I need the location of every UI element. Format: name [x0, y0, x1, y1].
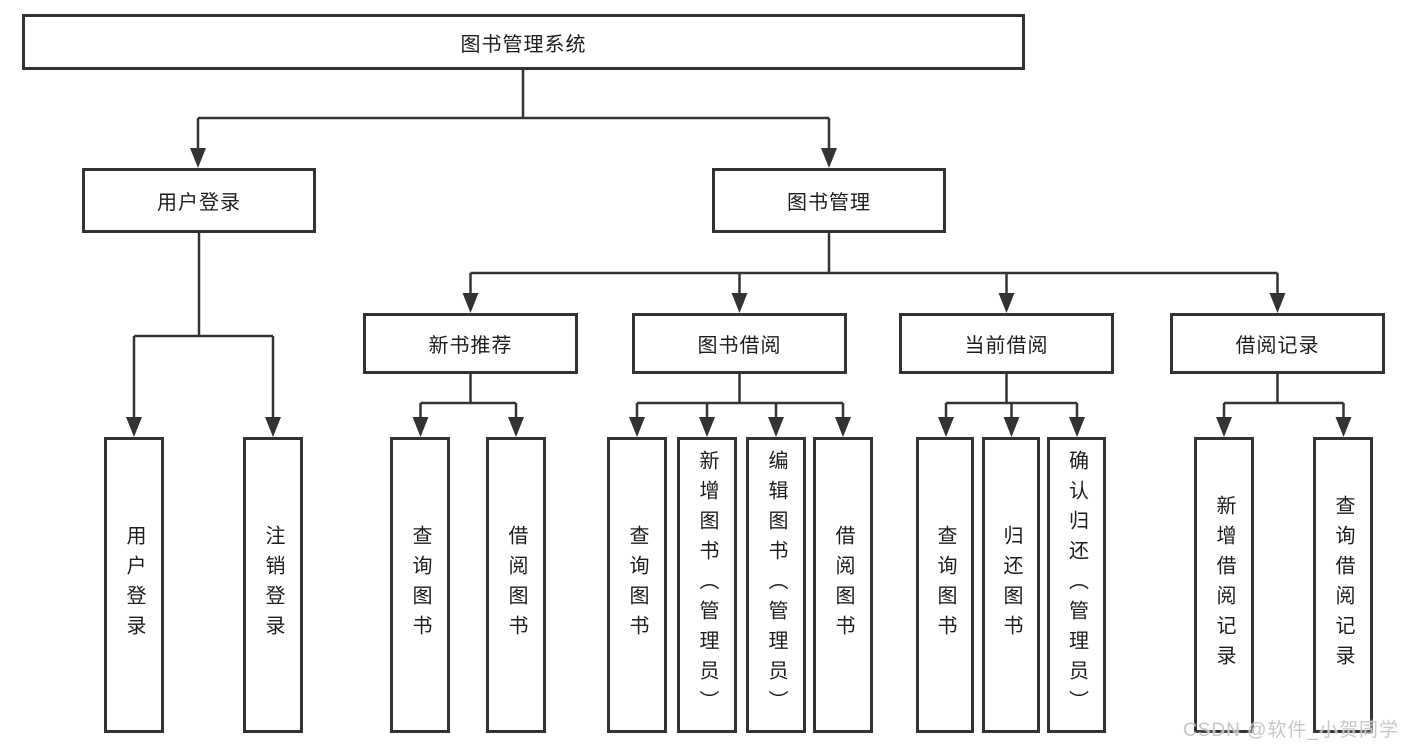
leaf-edit-book-admin: 编辑图书（管理员）	[746, 437, 806, 733]
node-label: 查询图书	[934, 525, 956, 645]
node-book-borrowing: 图书借阅	[632, 313, 847, 374]
node-new-book-recommend: 新书推荐	[363, 313, 578, 374]
node-book-management-branch: 图书管理	[712, 168, 946, 233]
leaf-add-borrow-record: 新增借阅记录	[1194, 437, 1254, 733]
leaf-query-borrow-record: 查询借阅记录	[1313, 437, 1373, 733]
node-library-management-system: 图书管理系统	[22, 14, 1025, 70]
leaf-query-book-current: 查询图书	[916, 437, 974, 733]
node-user-login-branch: 用户登录	[82, 168, 316, 233]
node-label: 新增图书（管理员）	[696, 450, 718, 720]
node-label: 编辑图书（管理员）	[765, 450, 787, 720]
node-label: 归还图书	[1000, 525, 1022, 645]
node-label: 查询图书	[626, 525, 648, 645]
node-label: 图书管理系统	[460, 33, 587, 56]
node-label: 注销登录	[262, 525, 284, 645]
leaf-query-book-recommend: 查询图书	[390, 437, 450, 733]
leaf-confirm-return-admin: 确认归还（管理员）	[1047, 437, 1106, 733]
node-label: 确认归还（管理员）	[1065, 450, 1088, 720]
leaf-return-book: 归还图书	[982, 437, 1040, 733]
leaf-query-book-borrow: 查询图书	[607, 437, 667, 733]
node-label: 图书借阅	[697, 335, 782, 357]
leaf-add-book-admin: 新增图书（管理员）	[677, 437, 737, 733]
leaf-logout: 注销登录	[243, 437, 303, 733]
node-label: 新增借阅记录	[1213, 495, 1235, 675]
leaf-borrow-book-recommend: 借阅图书	[486, 437, 546, 733]
node-current-borrowing: 当前借阅	[899, 313, 1114, 374]
node-label: 图书管理	[787, 192, 871, 214]
node-label: 借阅记录	[1235, 335, 1320, 357]
node-label: 查询图书	[409, 525, 431, 645]
csdn-watermark: CSDN @软件_小贺同学	[1183, 720, 1399, 741]
node-label: 用户登录	[123, 525, 145, 645]
node-label: 借阅图书	[832, 525, 854, 645]
leaf-user-login: 用户登录	[104, 437, 164, 733]
node-label: 借阅图书	[505, 525, 527, 645]
node-label: 查询借阅记录	[1332, 495, 1354, 675]
node-label: 新书推荐	[428, 335, 513, 357]
leaf-borrow-book: 借阅图书	[813, 437, 873, 733]
node-label: 用户登录	[157, 192, 241, 214]
node-borrow-records: 借阅记录	[1170, 313, 1385, 374]
node-label: 当前借阅	[964, 335, 1049, 357]
